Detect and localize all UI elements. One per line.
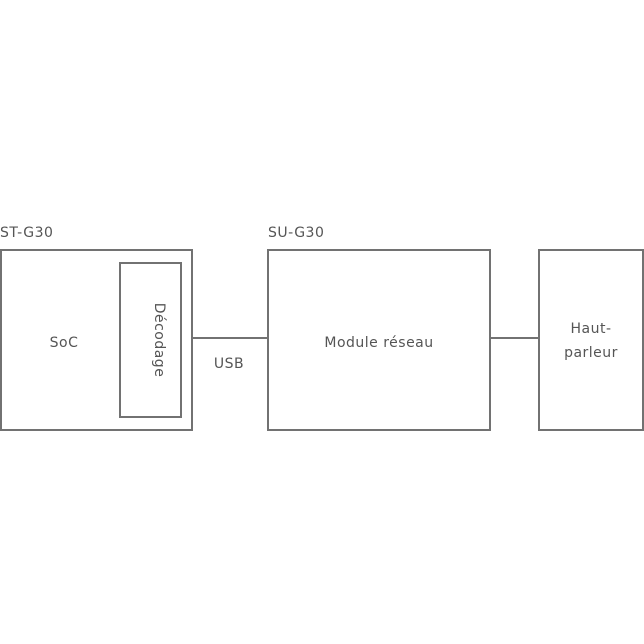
decoding-box bbox=[119, 262, 182, 418]
network-module-label: Module réseau bbox=[324, 335, 433, 351]
su-g30-box bbox=[267, 249, 491, 431]
soc-label: SoC bbox=[50, 335, 79, 351]
speaker-label-line1: Haut- bbox=[570, 321, 611, 337]
decoding-label: Décodage bbox=[151, 303, 167, 378]
st-g30-label: ST-G30 bbox=[0, 225, 53, 241]
su-g30-label: SU-G30 bbox=[268, 225, 324, 241]
speaker-box bbox=[538, 249, 644, 431]
speaker-label-line2: parleur bbox=[564, 345, 618, 361]
usb-label: USB bbox=[214, 356, 244, 372]
st-g30-box bbox=[0, 249, 193, 431]
